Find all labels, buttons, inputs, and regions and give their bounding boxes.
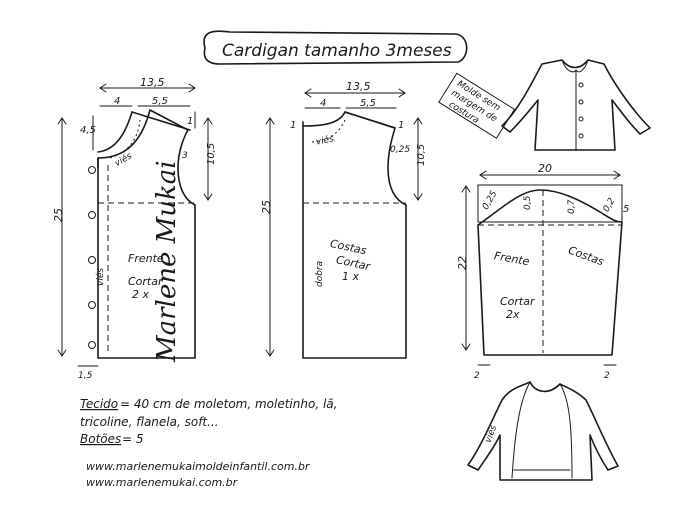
front-name: Frente xyxy=(128,252,164,265)
svg-text:0,5: 0,5 xyxy=(523,195,533,210)
svg-text:4: 4 xyxy=(114,96,120,107)
svg-text:20: 20 xyxy=(538,162,552,175)
svg-text:4,5: 4,5 xyxy=(80,125,96,136)
svg-text:viés: viés xyxy=(113,150,134,169)
svg-text:2x: 2x xyxy=(506,308,520,321)
svg-text:4: 4 xyxy=(320,98,326,109)
svg-text:5: 5 xyxy=(623,204,629,215)
svg-text:3: 3 xyxy=(182,151,188,161)
buttons-label: Botões xyxy=(80,432,121,446)
fabric-info: Tecido = 40 cm de moletom, moletinho, lã… xyxy=(80,397,337,446)
sleeve-front-label: Frente xyxy=(493,249,531,268)
svg-text:2: 2 xyxy=(474,371,480,381)
button-mark xyxy=(88,256,96,264)
button-mark xyxy=(88,166,96,174)
fabric-label: Tecido xyxy=(80,397,118,411)
svg-text:1: 1 xyxy=(398,120,404,131)
url-2: www.marlenemukai.com.br xyxy=(86,476,239,489)
back-outline xyxy=(302,111,407,359)
svg-text:13,5: 13,5 xyxy=(346,80,371,93)
button-mark xyxy=(88,211,96,219)
url-1: www.marlenemukaimoldeinfantil.com.br xyxy=(86,460,311,473)
note-group: Molde sem margem de costura xyxy=(438,72,516,139)
back-name: Costas xyxy=(329,237,368,257)
svg-text:22: 22 xyxy=(456,256,469,270)
sleeve-outline xyxy=(477,189,623,356)
svg-text:0,2: 0,2 xyxy=(602,196,618,214)
svg-text:1,5: 1,5 xyxy=(78,371,93,381)
svg-text:25: 25 xyxy=(260,200,273,214)
sleeve-back-label: Costas xyxy=(566,244,605,269)
svg-text:= 40 cm de moletom, moletinh: = 40 cm de moletom, moletinho, lã, xyxy=(120,397,337,411)
svg-text:1: 1 xyxy=(187,116,193,127)
urls: www.marlenemukaimoldeinfantil.com.br www… xyxy=(86,460,311,489)
back-pattern: 13,5 4 5,5 1 1 10,5 0,25 25 viés dobra C… xyxy=(260,80,427,359)
front-cut: Cortar xyxy=(128,275,164,288)
title-text: Cardigan tamanho 3meses xyxy=(222,41,452,61)
svg-text:1: 1 xyxy=(290,120,296,131)
svg-text:dobra: dobra xyxy=(315,261,325,287)
front-pattern: 13,5 4 5,5 4,5 1 10,5 3 25 1,5 viés viés… xyxy=(52,76,217,381)
svg-text:tricoline, flanela, soft...: tricoline, flanela, soft... xyxy=(80,415,219,429)
signature: Marlene Mukai xyxy=(152,160,182,363)
title-group: Cardigan tamanho 3meses xyxy=(203,30,468,65)
svg-text:0,25: 0,25 xyxy=(390,145,410,155)
svg-text:= 5: = 5 xyxy=(122,432,144,446)
sleeve-pattern: 20 5 0,25 0,5 0,7 0,2 22 2 2 Frente Cost… xyxy=(456,162,629,381)
svg-text:0,7: 0,7 xyxy=(567,199,577,214)
svg-text:13,5: 13,5 xyxy=(140,76,165,89)
svg-text:viés: viés xyxy=(95,268,106,286)
svg-text:5,5: 5,5 xyxy=(152,96,168,107)
svg-text:25: 25 xyxy=(52,208,65,222)
svg-text:viés: viés xyxy=(315,133,335,148)
svg-text:Cortar: Cortar xyxy=(500,295,536,308)
svg-text:0,25: 0,25 xyxy=(481,189,500,212)
back-qty: 1 x xyxy=(342,270,359,283)
svg-text:Marlene Mukai: Marlene Mukai xyxy=(152,160,182,363)
cardigan-sketch-bottom: viés xyxy=(467,381,619,481)
svg-text:10,5: 10,5 xyxy=(206,143,217,165)
svg-text:2: 2 xyxy=(604,371,610,381)
svg-text:5,5: 5,5 xyxy=(360,98,376,109)
button-mark xyxy=(88,301,96,309)
svg-text:10,5: 10,5 xyxy=(416,144,427,166)
button-mark xyxy=(88,341,96,349)
cardigan-sketch-top xyxy=(501,59,651,151)
front-qty: 2 x xyxy=(132,288,149,301)
